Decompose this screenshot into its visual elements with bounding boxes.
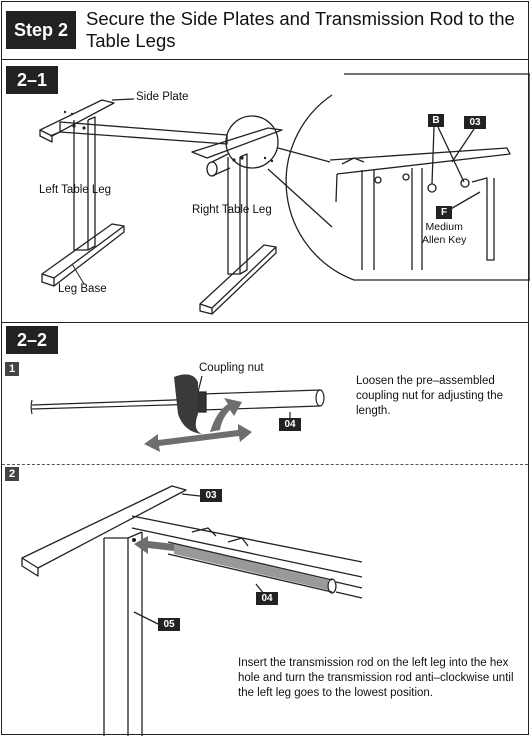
step2-callout-04: 04 [256, 592, 278, 605]
step1-callout-04: 04 [279, 418, 301, 431]
side-plate-label: Side Plate [136, 91, 189, 103]
substep-divider [2, 464, 528, 465]
callout-f: F [436, 206, 452, 219]
coupling-nut-label: Coupling nut [199, 362, 264, 374]
step2-instruction: Insert the transmission rod on the left … [238, 657, 514, 699]
section-tag-2-2: 2–2 [6, 326, 58, 354]
step2-callout-03: 03 [200, 489, 222, 502]
step-title: Secure the Side Plates and Transmission … [86, 8, 515, 51]
left-leg-label: Left Table Leg [39, 184, 112, 196]
step2-callout-05: 05 [158, 618, 180, 631]
substep-2-tag: 2 [5, 467, 19, 481]
frame-assembly-illustration [39, 73, 530, 315]
step1-instruction: Loosen the pre–assembled coupling nut fo… [356, 375, 504, 417]
callout-b: B [428, 114, 444, 127]
section-divider [2, 322, 528, 323]
section-tag-2-1: 2–1 [6, 66, 58, 94]
step-header: Step 2 Secure the Side Plates and Transm… [2, 2, 528, 60]
step-tag: Step 2 [6, 11, 76, 49]
substep-1-tag: 1 [5, 362, 19, 376]
allen-key-label: Medium Allen Key [422, 221, 467, 246]
right-leg-label: Right Table Leg [192, 204, 272, 216]
callout-part-03: 03 [464, 116, 486, 129]
leg-base-label: Leg Base [58, 283, 107, 295]
